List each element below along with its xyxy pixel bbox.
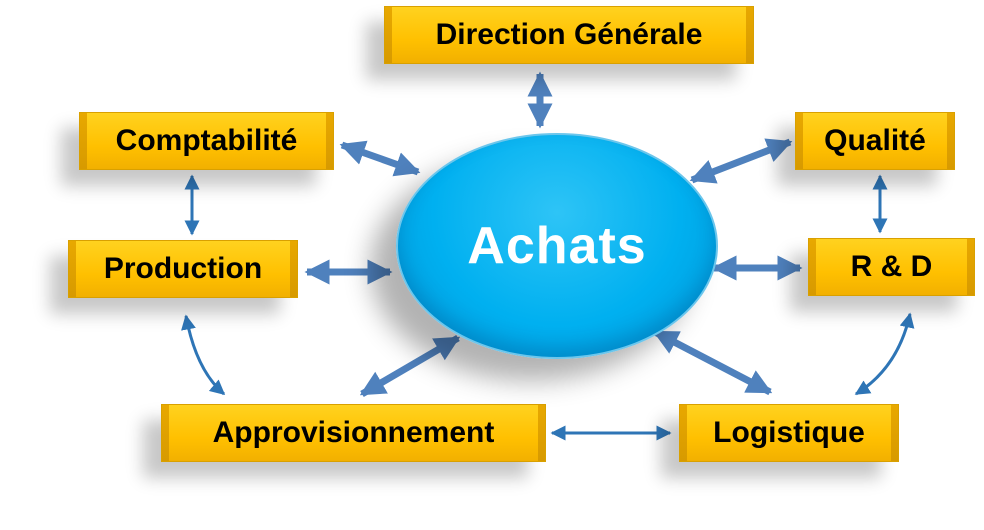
node-approvisionnement: Approvisionnement [161, 404, 546, 462]
arrow-production-approvisionnement [181, 314, 226, 396]
node-comptabilite: Comptabilité [79, 112, 334, 170]
node-logistique-label: Logistique [713, 416, 865, 449]
node-logistique: Logistique [679, 404, 899, 462]
node-rd: R & D [808, 238, 975, 296]
node-direction-generale: Direction Générale [384, 6, 754, 64]
arrow-achats-logistique [652, 328, 773, 396]
node-comptabilite-label: Comptabilité [115, 124, 298, 157]
node-direction-generale-label: Direction Générale [435, 18, 703, 51]
node-qualite: Qualité [795, 112, 955, 170]
node-approvisionnement-label: Approvisionnement [212, 416, 495, 449]
node-production: Production [68, 240, 298, 298]
arrow-achats-qualite [689, 138, 793, 184]
arrow-achats-comptabilite [339, 140, 421, 177]
node-rd-label: R & D [850, 250, 933, 283]
node-production-label: Production [103, 252, 263, 285]
arrow-rd-logistique [854, 312, 915, 396]
center-achats-ellipse: Achats [396, 133, 718, 359]
arrow-achats-approvisionnement [359, 334, 461, 398]
node-qualite-label: Qualité [824, 124, 926, 157]
center-achats-label: Achats [467, 217, 647, 275]
